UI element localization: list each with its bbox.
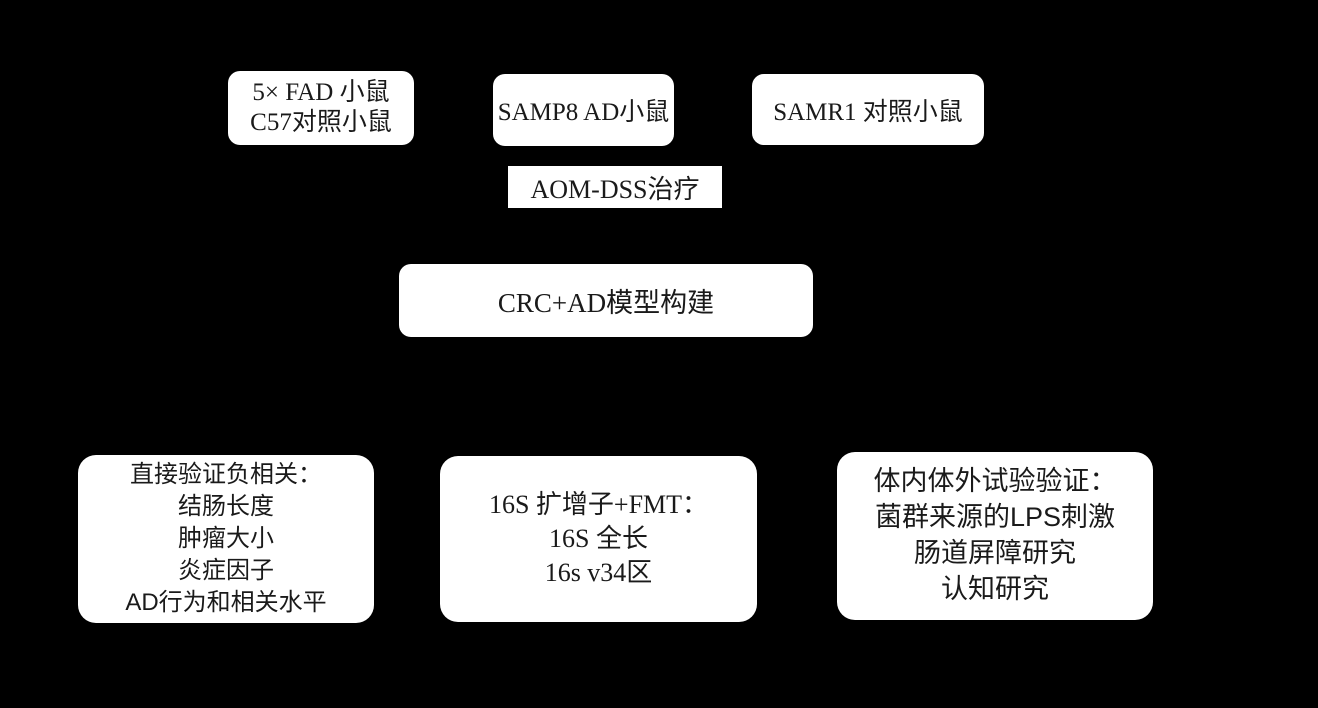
box-line: 16s v34区 bbox=[544, 557, 653, 587]
box-line: 肿瘤大小 bbox=[178, 525, 274, 553]
box-line: 5× FAD 小鼠 bbox=[252, 79, 390, 106]
box-line: 结肠长度 bbox=[178, 493, 274, 521]
box-16s-amplicon-fmt: 16S 扩增子+FMT： 16S 全长 16s v34区 bbox=[440, 456, 757, 622]
box-line: 16S 扩增子+FMT： bbox=[488, 490, 709, 520]
box-line: SAMP8 AD小鼠 bbox=[497, 99, 670, 126]
box-line: C57对照小鼠 bbox=[250, 109, 392, 136]
box-line: 肠道屏障研究 bbox=[914, 538, 1076, 568]
box-line: 认知研究 bbox=[941, 573, 1049, 604]
box-aom-dss-treatment: AOM-DSS治疗 bbox=[508, 166, 722, 208]
box-5xfad-c57-mice: 5× FAD 小鼠 C57对照小鼠 bbox=[228, 71, 414, 145]
box-samp8-ad-mice: SAMP8 AD小鼠 bbox=[493, 74, 674, 146]
box-samr1-control-mice: SAMR1 对照小鼠 bbox=[752, 74, 984, 145]
box-line: AD行为和相关水平 bbox=[125, 588, 327, 616]
box-verify-negative-correlation: 直接验证负相关： 结肠长度 肿瘤大小 炎症因子 AD行为和相关水平 bbox=[78, 455, 374, 623]
box-line: 体内体外试验验证： bbox=[873, 466, 1117, 497]
box-line: 16S 全长 bbox=[549, 524, 648, 554]
box-line: 菌群来源的LPS刺激 bbox=[874, 502, 1116, 533]
box-crc-ad-model-construction: CRC+AD模型构建 bbox=[399, 264, 813, 337]
box-line: AOM-DSS治疗 bbox=[530, 174, 700, 204]
box-line: 炎症因子 bbox=[178, 556, 274, 584]
box-line: CRC+AD模型构建 bbox=[497, 288, 715, 318]
box-in-vivo-in-vitro-validation: 体内体外试验验证： 菌群来源的LPS刺激 肠道屏障研究 认知研究 bbox=[837, 452, 1153, 620]
box-line: 直接验证负相关： bbox=[130, 461, 322, 489]
box-line: SAMR1 对照小鼠 bbox=[773, 98, 963, 126]
